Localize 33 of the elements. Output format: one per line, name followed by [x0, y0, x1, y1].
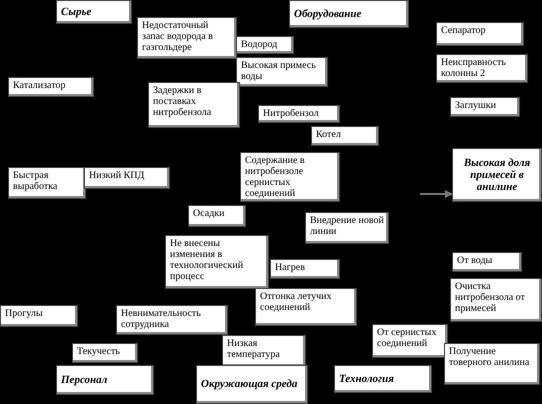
category-box: Персонал	[56, 365, 154, 395]
effect-box: Высокая доля примесей в анилине	[452, 148, 542, 202]
cause-box: Прогулы	[0, 305, 78, 327]
category-box: Технология	[334, 365, 432, 393]
cause-box: Невнимательность сотрудника	[116, 305, 228, 335]
cause-box: Отгонка летучих соединений	[255, 288, 357, 326]
category-box: Окружающая среда	[196, 365, 308, 404]
cause-box: Нагрев	[270, 259, 340, 279]
cause-box: Высокая примесь воды	[236, 57, 328, 87]
cause-box: Быстрая выработка	[8, 167, 86, 199]
cause-box: Неисправность колонны 2	[436, 54, 528, 83]
cause-box: Не внесены изменения в технологический процесс	[165, 235, 269, 289]
cause-box: Задержки в поставках нитробензола	[148, 82, 240, 128]
cause-box: Недостаточный запас водорода в газгольдере	[137, 17, 237, 59]
cause-box: Нитробензол	[258, 105, 340, 123]
cause-box: Сепаратор	[436, 22, 524, 46]
cause-box: Текучесть	[72, 343, 138, 363]
arrow	[420, 190, 453, 198]
cause-box: Содержание в нитробензоле сернистых соединений	[240, 152, 340, 202]
cause-box: Водород	[236, 36, 294, 54]
cause-box: Получение товерного анилина	[444, 343, 540, 385]
cause-box: Низкий КПД	[84, 167, 170, 189]
cause-box: Низкая температура	[222, 335, 306, 367]
cause-box: Внедрение новой линии	[305, 212, 389, 244]
cause-box: От сернистых соединений	[372, 324, 448, 358]
cause-box: Заглушки	[450, 97, 520, 117]
category-box: Сырье	[56, 0, 132, 24]
cause-box: Котел	[311, 126, 379, 146]
category-box: Оборудование	[289, 0, 409, 28]
cause-box: От воды	[452, 252, 522, 272]
cause-box: Катализатор	[8, 77, 94, 97]
cause-box: Осадки	[188, 205, 246, 227]
cause-box: Очистка нитробензола от примесей	[450, 278, 542, 322]
